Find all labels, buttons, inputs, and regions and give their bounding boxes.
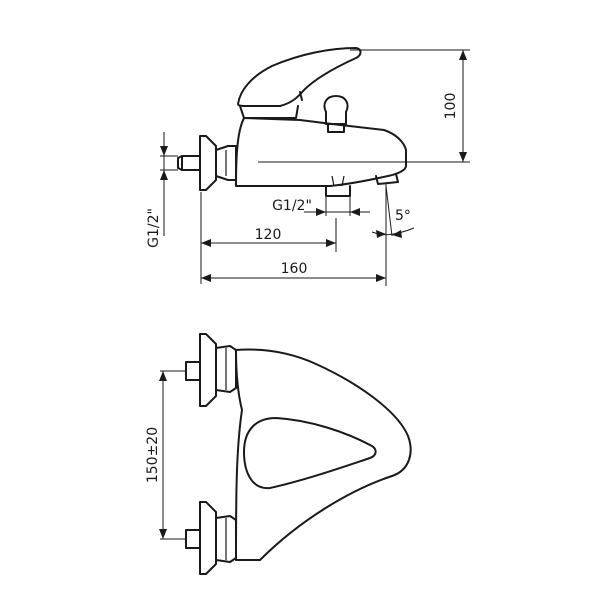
lower-flange — [199, 501, 217, 575]
lower-inlet-pipe — [185, 529, 201, 549]
wall-flange — [199, 135, 217, 191]
dimension-angle: 5° — [371, 184, 415, 286]
cartridge-collar — [239, 105, 299, 119]
dimension-total-length: 160 — [201, 261, 386, 282]
diverter-knob — [323, 95, 349, 125]
dim-label-outlet-offset: 120 — [255, 227, 282, 243]
mixer-body — [235, 117, 407, 187]
shower-outlet — [325, 185, 351, 197]
dim-label-angle: 5° — [395, 208, 411, 224]
dimension-side-thread: G1/2" — [146, 132, 178, 248]
top-body — [235, 348, 412, 561]
dimension-outlet-offset: 120 — [200, 192, 337, 284]
spout-outlet — [375, 173, 399, 185]
dimension-height: 100 — [258, 49, 470, 163]
eccentric-nut — [215, 145, 237, 181]
upper-inlet-pipe — [185, 361, 201, 381]
dimension-inlet-spacing: 150±20 — [145, 370, 186, 540]
inlet-pipe — [181, 155, 201, 171]
dim-label-height: 100 — [443, 93, 459, 120]
upper-nut — [215, 345, 237, 393]
dim-label-side-thread: G1/2" — [146, 208, 162, 248]
upper-flange — [199, 333, 217, 407]
top-lever — [243, 417, 377, 490]
dim-label-inlet-thread: G1/2" — [272, 198, 312, 214]
side-view — [177, 47, 407, 197]
dim-label-total-length: 160 — [281, 261, 308, 277]
top-view — [185, 333, 412, 575]
dimension-inlet-thread: G1/2" — [272, 196, 370, 216]
lever-handle — [237, 47, 362, 107]
dim-label-inlet-spacing: 150±20 — [145, 427, 161, 483]
